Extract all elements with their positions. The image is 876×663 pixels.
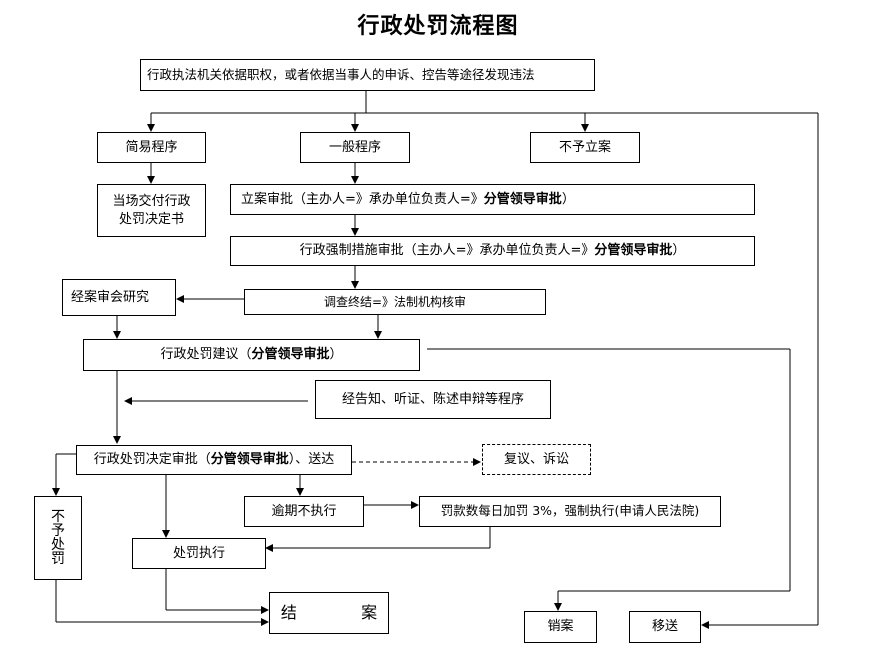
node-committee-label: 经案审会研究 [71,289,150,305]
node-filing: 立案审批（主办人=》承办单位负责人=》分管领导审批） [230,184,755,215]
node-review-label: 复议、诉讼 [503,451,569,467]
node-notice-label: 经告知、听证、陈述申辩等程序 [341,391,524,407]
node-simple-label: 简易程序 [125,139,178,155]
node-decision-bold: 分管领导审批 [210,452,289,468]
node-no-penalty-char2: 予 [51,523,65,539]
node-filing-text: 立案审批（主办人=》承办单位负责人=》 [241,191,484,207]
node-proposal-end: ） [329,347,343,363]
node-investigation: 调查终结=》法制机构核审 [244,289,546,315]
node-notice: 经告知、听证、陈述申辩等程序 [315,380,551,419]
node-investigation-label: 调查终结=》法制机构核审 [323,294,467,309]
node-proposal: 行政处罚建议（分管领导审批） [83,339,420,371]
node-no-penalty: 不 予 处 罚 [34,496,82,580]
node-discover: 行政执法机关依据职权，或者依据当事人的申诉、控告等途径发现违法 [140,59,595,91]
node-decision: 行政处罚决定审批（分管领导审批）、送达 [76,445,352,475]
node-general: 一般程序 [300,132,410,163]
node-no-case-label: 不予立案 [558,139,611,155]
node-coercive-text: 行政强制措施审批（主办人=》承办单位负责人=》 [299,243,595,259]
node-spot-decision: 当场交付行政 处罚决定书 [97,184,206,237]
node-decision-text: 行政处罚决定审批（ [93,452,211,468]
node-overdue: 逾期不执行 [244,496,364,527]
node-cancel-label: 销案 [547,619,574,635]
node-proposal-bold: 分管领导审批 [251,347,330,363]
node-spot-decision-line2: 处罚决定书 [118,211,184,227]
node-transfer: 移送 [629,611,701,643]
node-fine: 罚款数每日加罚 3%，强制执行(申请人民法院) [419,496,721,527]
node-committee: 经案审会研究 [62,279,176,316]
node-transfer-label: 移送 [651,619,678,635]
node-no-penalty-char1: 不 [51,509,65,525]
node-coercive-end: ） [672,243,686,259]
node-coercive-bold: 分管领导审批 [594,243,673,259]
node-no-case: 不予立案 [530,132,640,163]
node-proposal-text: 行政处罚建议（ [160,347,252,363]
page-title: 行政处罚流程图 [357,13,519,39]
node-review: 复议、诉讼 [482,444,591,475]
node-filing-bold: 分管领导审批 [483,191,562,207]
node-no-penalty-char3: 处 [51,537,65,553]
node-discover-label: 行政执法机关依据职权，或者依据当事人的申诉、控告等途径发现违法 [147,66,535,82]
node-spot-decision-line1: 当场交付行政 [112,193,191,209]
node-execute-label: 处罚执行 [172,545,225,561]
node-no-penalty-char4: 罚 [51,551,65,567]
node-decision-end: ）、送达 [288,452,335,468]
node-simple: 简易程序 [97,132,206,163]
node-close-label: 结 案 [280,603,396,623]
node-general-label: 一般程序 [328,139,381,155]
node-close: 结 案 [269,592,389,634]
node-execute: 处罚执行 [132,538,266,569]
node-filing-end: ） [561,191,575,207]
node-coercive: 行政强制措施审批（主办人=》承办单位负责人=》分管领导审批） [230,236,755,266]
node-cancel: 销案 [524,611,597,643]
node-fine-label: 罚款数每日加罚 3%，强制执行(申请人民法院) [440,503,700,519]
node-overdue-label: 逾期不执行 [271,503,337,519]
